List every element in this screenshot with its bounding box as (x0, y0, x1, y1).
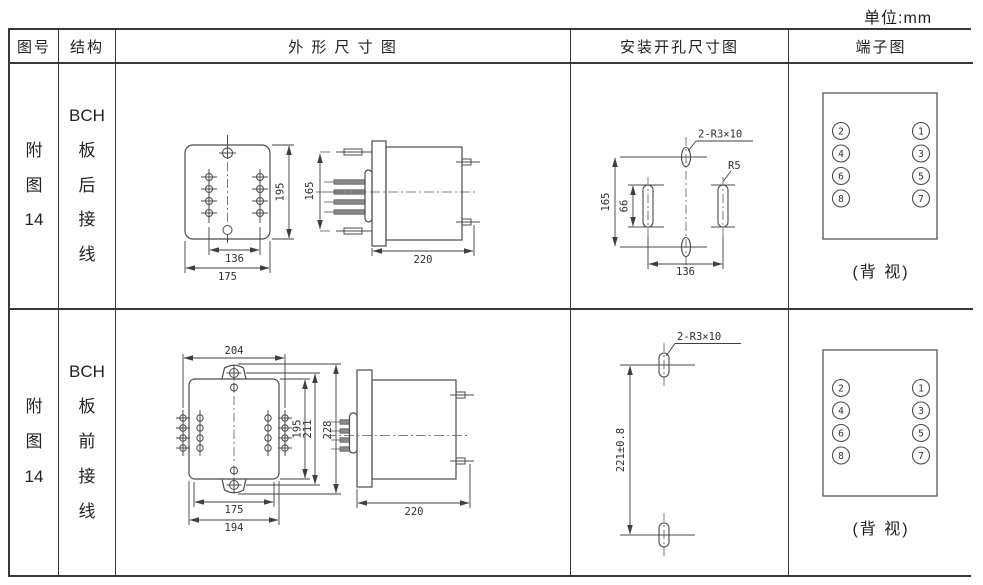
row1-mounting-holes (620, 146, 735, 258)
row1-outline-cell: 195 136 175 (116, 64, 571, 310)
row1-structure: BCH 板 后 接 线 (59, 64, 116, 310)
row1-side-view-body (364, 140, 463, 247)
row2-dim-top-width: 204 (225, 345, 244, 357)
row1-mounting-hole-width: 136 (676, 266, 695, 278)
row2-terminal-pins (831, 378, 931, 465)
row2-mounting-holes (620, 352, 695, 548)
row1-front-dimlines (184, 144, 294, 273)
row1-pin-6: 6 (838, 171, 844, 182)
row2-pin-1: 1 (918, 383, 924, 394)
row1-terminal-box (822, 92, 938, 240)
row1-side-centerlines (316, 151, 478, 232)
header-figure-no: 图号 (10, 30, 59, 64)
row1-dim-depth: 220 (414, 254, 433, 266)
row1-pin-8: 8 (838, 194, 844, 205)
row2-outline-drawing: 204 195 211 228 175 194 (176, 345, 474, 534)
row2-structure: BCH 板 前 接 线 (59, 310, 116, 575)
row1-front-details (201, 135, 268, 243)
row1-pin-3: 3 (918, 149, 924, 160)
header-terminal: 端子图 (789, 30, 973, 64)
row1-terminal-diagram: 2 4 6 8 1 3 5 7 (822, 92, 938, 240)
row1-mounting-drawing: 2-R3×10 R5 165 66 136 (600, 129, 753, 278)
row2-side-details (450, 391, 474, 465)
row2-mounting-drawing: 2-R3×10 221±0.8 (615, 331, 741, 559)
row2-pin-3: 3 (918, 405, 924, 416)
row1-terminal-cell: 2 4 6 8 1 3 5 7 (背 视) (789, 64, 973, 310)
row1-dim-terminal-span: 165 (304, 182, 316, 201)
row1-mounting-cell: 2-R3×10 R5 165 66 136 (571, 64, 789, 310)
row2-dim-depth: 220 (405, 506, 424, 518)
row2-mounting-hole-height: 221±0.8 (615, 428, 627, 472)
row1-side-dimlines (317, 153, 475, 256)
row1-pin-7: 7 (918, 194, 924, 205)
header-structure: 结构 (59, 30, 116, 64)
row2-terminal-cell: 2 4 6 8 1 3 5 7 (背 视) (789, 310, 973, 575)
row1-terminal-pins (831, 121, 931, 208)
row1-dim-hole-spacing: 136 (225, 253, 244, 265)
row2-terminal-caption: (背 视) (852, 520, 910, 538)
row1-pin-1: 1 (918, 126, 924, 137)
row2-pin-8: 8 (838, 450, 844, 461)
row1-pin-2: 2 (838, 126, 844, 137)
row1-mounting-slot-note: 2-R3×10 (698, 129, 742, 141)
row2-outline-cell: 204 195 211 228 175 194 (116, 310, 571, 575)
row2-mounting-slot-note: 2-R3×10 (677, 331, 721, 343)
row2-pin-2: 2 (838, 383, 844, 394)
row2-figure-no: 附 图 14 (10, 310, 59, 575)
row1-pin-4: 4 (838, 149, 844, 160)
row2-terminal-diagram: 2 4 6 8 1 3 5 7 (822, 348, 938, 497)
row2-dim-front-width: 194 (225, 522, 244, 534)
row1-mounting-slot-length: 66 (619, 200, 631, 213)
row2-dim-inner-width: 175 (225, 504, 244, 516)
row2-pin-6: 6 (838, 428, 844, 439)
row1-mounting-slot-radius: R5 (728, 160, 741, 172)
row2-mounting-cell: 2-R3×10 221±0.8 (571, 310, 789, 575)
row2-side-view-body (348, 369, 457, 488)
unit-label: 单位:mm (864, 10, 933, 27)
header-mounting: 安装开孔尺寸图 (571, 30, 789, 64)
row2-terminal-box (822, 348, 938, 497)
row2-pin-5: 5 (918, 428, 924, 439)
row2-side-dimlines (356, 464, 471, 508)
row2-mounting-dimlines (627, 343, 741, 535)
row2-pin-4: 4 (838, 405, 844, 416)
row1-dim-front-height: 195 (275, 183, 287, 202)
row2-dim-full-height: 228 (322, 421, 334, 440)
row1-outline-drawing: 195 136 175 (184, 135, 480, 283)
row1-dim-front-width: 175 (218, 271, 237, 283)
row2-dim-mid-height: 211 (302, 420, 314, 439)
row1-mounting-hole-height: 165 (600, 193, 612, 212)
header-outline: 外 形 尺 寸 图 (116, 30, 571, 64)
row2-dim-inner-height: 195 (292, 420, 304, 439)
row2-front-dimlines (182, 354, 341, 525)
row2-front-details (176, 365, 292, 493)
row1-figure-no: 附 图 14 (10, 64, 59, 310)
row2-pin-7: 7 (918, 450, 924, 461)
row1-pin-5: 5 (918, 171, 924, 182)
row1-mounting-dimlines (612, 140, 753, 269)
row1-side-details (336, 148, 480, 235)
row1-terminal-caption: (背 视) (852, 264, 910, 281)
spec-table: 图号 结构 外 形 尺 寸 图 安装开孔尺寸图 端子图 附 图 14 BCH 板… (8, 28, 973, 577)
